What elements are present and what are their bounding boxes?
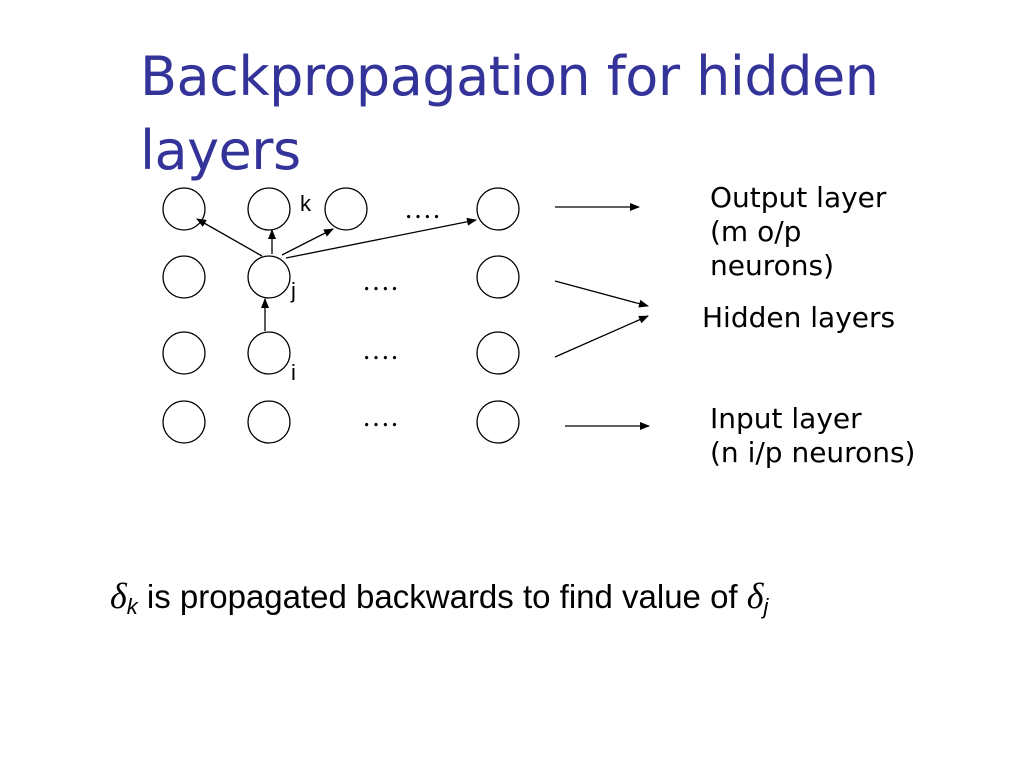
pointer-hidden-upper [554, 280, 649, 308]
ellipsis-output-row: …. [404, 194, 441, 225]
output-layer-label-line-2: (m o/p [710, 215, 802, 248]
neuron-hidden2-last [476, 331, 520, 375]
node-label-i: i [291, 360, 296, 385]
slide-title: Backpropagation for hidden layers [140, 40, 980, 188]
neuron-hidden-last [476, 255, 520, 299]
delta-k-subscript: k [126, 594, 138, 619]
input-layer-label-line-2: (n i/p neurons) [710, 436, 916, 469]
ellipsis-input-row: …. [362, 402, 399, 433]
neuron-input-n [476, 400, 520, 444]
neuron-output-2 [247, 187, 291, 231]
neuron-input-1 [162, 400, 206, 444]
neuron-output-1 [162, 187, 206, 231]
output-layer-label-line-3: neurons) [710, 249, 835, 282]
connection-j-output-m [285, 217, 477, 259]
input-layer-label: Input layer (n i/p neurons) [710, 402, 915, 470]
pointer-hidden-lower [554, 315, 649, 358]
input-layer-label-line-1: Input layer [710, 402, 862, 435]
neuron-hidden2-1 [162, 331, 206, 375]
delta-j-subscript: j [763, 594, 769, 619]
caption: δk is propagated backwards to find value… [110, 572, 950, 631]
delta-k-symbol: δ [110, 576, 127, 616]
ellipsis-hidden-row-2: …. [362, 335, 399, 366]
output-layer-label-line-1: Output layer [710, 181, 887, 214]
title-line-1: Backpropagation for hidden [140, 45, 879, 108]
neuron-hidden-j [247, 255, 291, 299]
neuron-hidden-i [247, 331, 291, 375]
caption-text: is propagated backwards to find value of [137, 578, 747, 615]
output-layer-label: Output layer (m o/p neurons) [710, 181, 886, 283]
node-label-j: j [291, 278, 296, 303]
connection-j-output-k [281, 228, 334, 256]
neuron-hidden-1 [162, 255, 206, 299]
title-line-2: layers [140, 119, 301, 182]
node-label-k: k [300, 191, 311, 216]
ellipsis-hidden-row-1: …. [362, 266, 399, 297]
neuron-output-m [476, 187, 520, 231]
connection-j-output-1 [196, 218, 263, 257]
neuron-input-2 [247, 400, 291, 444]
hidden-layers-label: Hidden layers [702, 301, 896, 334]
delta-j-symbol: δ [746, 576, 764, 616]
neuron-output-k [324, 187, 368, 231]
